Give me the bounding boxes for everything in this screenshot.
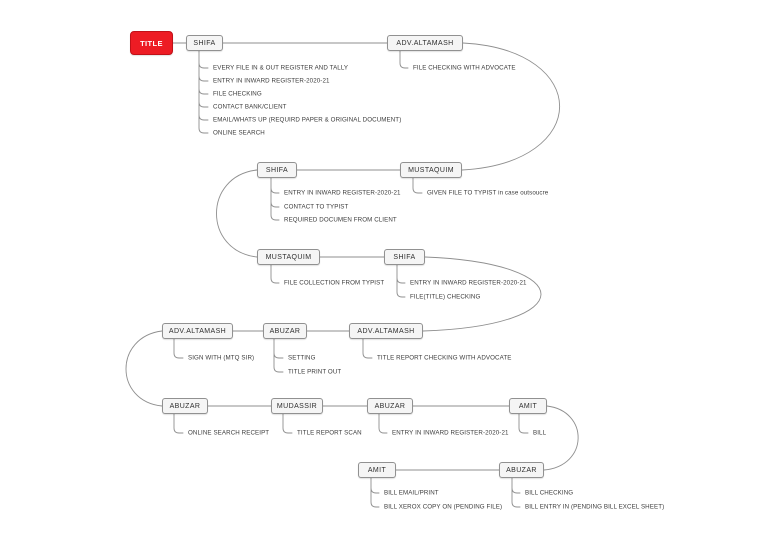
node-amit-2[interactable]: AMIT [358,462,396,478]
node-abuzar-1[interactable]: ABUZAR [263,323,307,339]
bullet-item: ENTRY IN INWARD REGISTER-2020-21 [213,77,330,85]
node-label: MUDASSIR [276,402,318,410]
bullet-item: BILL CHECKING [525,489,574,497]
node-label: AMIT [367,466,387,474]
node-abuzar-3[interactable]: ABUZAR [367,398,413,414]
node-mudassir[interactable]: MUDASSIR [271,398,323,414]
node-label: SHIFA [265,166,289,174]
bullet-item: ENTRY IN INWARD REGISTER-2020-21 [392,429,509,437]
bullet-item: FILE CHECKING WITH ADVOCATE [413,64,516,72]
bullet-item: GIVEN FILE TO TYPIST in case outsoucre [427,189,549,197]
node-label: ABUZAR [169,402,201,410]
node-abuzar-2[interactable]: ABUZAR [162,398,208,414]
bullet-item: FILE CHECKING [213,90,262,98]
node-label: AMIT [518,402,538,410]
bullet-item: EVERY FILE IN & OUT REGISTER AND TALLY [213,64,349,72]
bullet-item: CONTACT TO TYPIST [284,203,349,211]
node-shifa-3[interactable]: SHIFA [384,249,425,265]
node-adv-altamash-1[interactable]: ADV.ALTAMASH [387,35,463,51]
node-amit-1[interactable]: AMIT [509,398,547,414]
bullet-item: SETTING [288,354,316,362]
bullet-item: SIGN WITH (MTQ SIR) [188,354,255,362]
bullet-item: ENTRY IN INWARD REGISTER-2020-21 [284,189,401,197]
node-label: ABUZAR [374,402,406,410]
node-shifa-1[interactable]: SHIFA [186,35,223,51]
bullet-item: ONLINE SEARCH RECEIPT [188,429,270,437]
node-mustaquim-2[interactable]: MUSTAQUIM [257,249,320,265]
bullet-item: ENTRY IN INWARD REGISTER-2020-21 [410,279,527,287]
bullet-item: ONLINE SEARCH [213,129,265,137]
bullet-item: TITLE REPORT SCAN [297,429,362,437]
node-label: MUSTAQUIM [265,253,312,261]
node-label: ADV.ALTAMASH [357,327,415,335]
node-label: ABUZAR [506,466,537,474]
node-label: MUSTAQUIM [408,166,454,174]
bullet-item: TITLE PRINT OUT [288,368,342,376]
bullet-item: BILL ENTRY IN (PENDING BILL EXCEL SHEET) [525,503,665,511]
node-label: SHIFA [193,39,216,47]
bullet-item: BILL EMAIL/PRINT [384,489,439,497]
bullet-item: CONTACT BANK/CLIENT [213,103,287,111]
node-label: ADV.ALTAMASH [168,327,227,335]
node-adv-altamash-3[interactable]: ADV.ALTAMASH [349,323,423,339]
bullet-item: TITLE REPORT CHECKING WITH ADVOCATE [377,354,512,362]
node-label: ADV.ALTAMASH [396,39,454,47]
node-mustaquim-1[interactable]: MUSTAQUIM [400,162,462,178]
node-adv-altamash-2[interactable]: ADV.ALTAMASH [162,323,233,339]
bullet-item: BILL [533,429,547,437]
bullet-item: FILE(TITLE) CHECKING [410,293,481,301]
bullet-item: REQUIRED DOCUMEN FROM CLIENT [284,216,397,224]
node-label: TITLE [140,38,163,48]
bullet-item: FILE COLLECTION FROM TYPIST [284,279,385,287]
bullet-item: BILL XEROX COPY ON (PENDING FILE) [384,503,503,511]
bullet-item: EMAIL/WHATS UP (REQUIRD PAPER & ORIGINAL… [213,116,402,124]
node-shifa-2[interactable]: SHIFA [257,162,297,178]
node-label: SHIFA [393,253,416,261]
node-label: ABUZAR [269,327,301,335]
node-title[interactable]: TITLE [130,31,173,55]
node-abuzar-4[interactable]: ABUZAR [499,462,544,478]
